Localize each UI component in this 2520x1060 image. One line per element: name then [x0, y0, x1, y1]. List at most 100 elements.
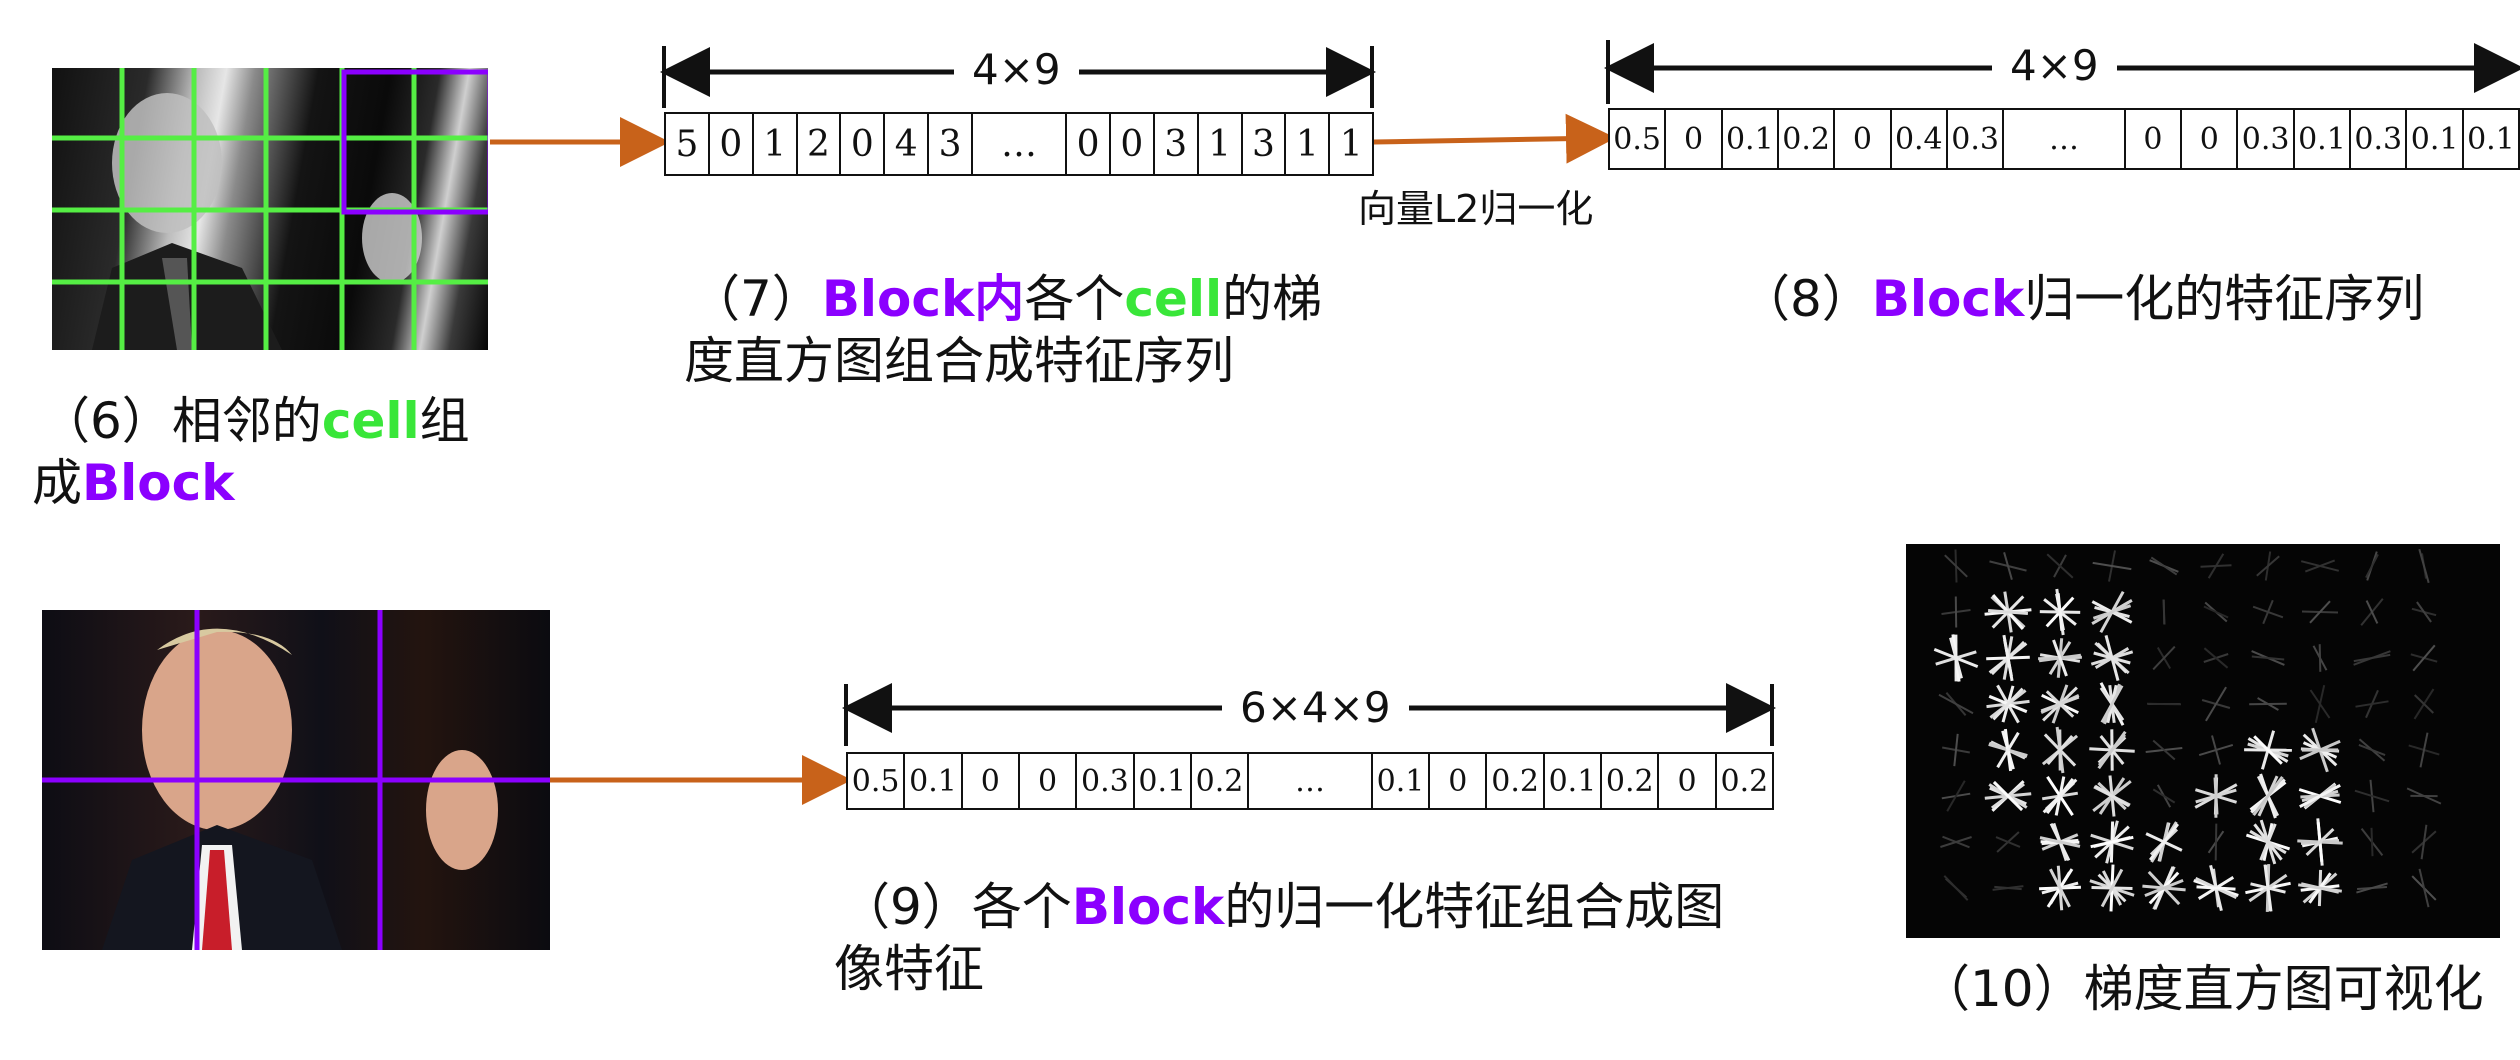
dim-label-7: 4×9 — [954, 46, 1079, 94]
sequence-cell: 0 — [2182, 110, 2239, 168]
hog-stroke — [1995, 836, 2021, 848]
sequence-cell: 3 — [1155, 114, 1199, 174]
sequence-cell: 0 — [1067, 114, 1111, 174]
hog-visualization — [1906, 544, 2500, 938]
sequence-cell: 0.1 — [905, 754, 963, 808]
dim-label-9: 6×4×9 — [1222, 684, 1409, 732]
block-grid-overlay — [42, 610, 550, 950]
sequence-cell: 5 — [666, 114, 710, 174]
hog-stroke — [2353, 653, 2391, 663]
sequence-cell: 1 — [1199, 114, 1243, 174]
hog-stroke — [2039, 836, 2081, 848]
panel6-caption: （6）相邻的cell组 成Block — [32, 392, 470, 512]
panel10-caption: （10）梯度直方图可视化 — [1920, 960, 2484, 1018]
hog-stroke — [2249, 829, 2287, 855]
hog-stroke — [1943, 875, 1969, 901]
hog-stroke — [2094, 784, 2130, 808]
hog-stroke — [2162, 599, 2166, 625]
sequence-cell: 2 — [798, 114, 842, 174]
hog-stroke — [2045, 690, 2075, 718]
hog-stroke — [2097, 730, 2127, 770]
hog-stroke — [1944, 554, 1968, 578]
sequence-cell: … — [973, 114, 1068, 174]
hog-stroke — [2297, 883, 2343, 893]
hog-stroke — [2196, 885, 2236, 891]
hog-stroke — [2091, 599, 2133, 625]
hog-stroke — [2412, 644, 2436, 672]
hog-stroke — [2203, 605, 2229, 619]
hog-stroke — [2420, 824, 2428, 860]
hog-glyphs — [1933, 548, 2442, 912]
sequence-cell: 0 — [963, 754, 1020, 808]
hog-stroke — [2203, 647, 2229, 669]
sequence-cell: 0.1 — [2467, 121, 2515, 157]
hog-stroke — [2100, 684, 2124, 724]
sequence-cell: 0.2 — [1192, 754, 1250, 808]
hog-stroke — [2256, 555, 2280, 577]
hog-stroke — [2042, 778, 2078, 814]
hog-stroke — [1938, 693, 1974, 715]
sequence-cell: … — [1249, 754, 1373, 808]
sequence-cell: 0.3 — [2351, 110, 2408, 168]
hog-stroke — [2150, 556, 2178, 576]
hog-stroke — [2090, 835, 2134, 849]
hog-stroke — [2049, 868, 2071, 908]
hog-stroke — [2046, 735, 2074, 765]
sequence-cell: 0.1 — [2295, 110, 2352, 168]
hog-stroke — [2249, 702, 2287, 706]
panel9-caption: （9）各个Block的归一化特征组合成图 像特征 — [834, 878, 1725, 998]
hog-stroke — [2354, 789, 2390, 803]
hog-stroke — [2414, 694, 2434, 714]
hog-stroke — [2309, 600, 2331, 624]
hog-stroke — [2152, 739, 2176, 761]
dim-label-8: 4×9 — [1992, 42, 2117, 90]
cell-grid-photo — [52, 68, 488, 350]
hog-stroke — [2251, 655, 2285, 661]
hog-stroke — [2419, 732, 2429, 768]
hog-stroke — [2318, 644, 2322, 672]
sequence-cell: 0.2 — [1602, 754, 1660, 808]
panel7-caption: （7）Block内各个cell的梯 度直方图组合成特征序列 — [684, 270, 1323, 390]
sequence-cell: 0.1 — [1545, 754, 1603, 808]
sequence-cell: 0.2 — [1487, 754, 1545, 808]
cell-grid-overlay — [52, 68, 488, 350]
hog-stroke — [2096, 642, 2128, 674]
hog-stroke — [2250, 882, 2286, 894]
panel8-caption: （8）Block归一化的特征序列 — [1740, 270, 2425, 328]
sequence-cell: … — [2004, 110, 2126, 168]
hog-stroke — [2304, 559, 2336, 573]
hog-stroke — [2365, 600, 2379, 624]
sequence-cell: 0 — [710, 114, 754, 174]
sequence-cell: 0 — [841, 114, 886, 174]
block-highlight — [341, 69, 488, 215]
sequence-cell: 0 — [2126, 110, 2183, 168]
sequence-cell: 0 — [1659, 754, 1717, 808]
hog-stroke — [2003, 552, 2013, 580]
hog-stroke — [2144, 879, 2184, 897]
hog-stroke — [2309, 689, 2331, 719]
arrow-7-to-8 — [1373, 113, 1616, 164]
hog-stroke — [2092, 561, 2132, 571]
sequence-cell: 0.2 — [1779, 110, 1836, 168]
hog-stroke — [2200, 564, 2232, 568]
hog-stroke — [1987, 609, 2029, 615]
hog-stroke — [2205, 686, 2227, 722]
sequence-cell: 0 — [1835, 110, 1892, 168]
sequence-cell: 0.5 — [1610, 110, 1667, 168]
sequence-cell: 0 — [1666, 110, 1723, 168]
hog-stroke — [1953, 733, 1959, 767]
sequence-cell: 4 — [885, 114, 930, 174]
hog-stroke — [2211, 735, 2221, 765]
hog-stroke — [2052, 639, 2068, 677]
hog-stroke — [2100, 868, 2124, 908]
hog-stroke — [1996, 731, 2020, 769]
hog-stroke — [1992, 885, 2024, 891]
sequence-cell: 0.1 — [1135, 754, 1192, 808]
hog-stroke — [2416, 601, 2432, 623]
sequence-cell: 0.3 — [1077, 754, 1135, 808]
sequence-cell: 0.3 — [2238, 110, 2295, 168]
hog-stroke — [2418, 868, 2430, 908]
sequence-cell: 0.4 — [1892, 110, 1948, 168]
hog-stroke — [2252, 605, 2284, 619]
